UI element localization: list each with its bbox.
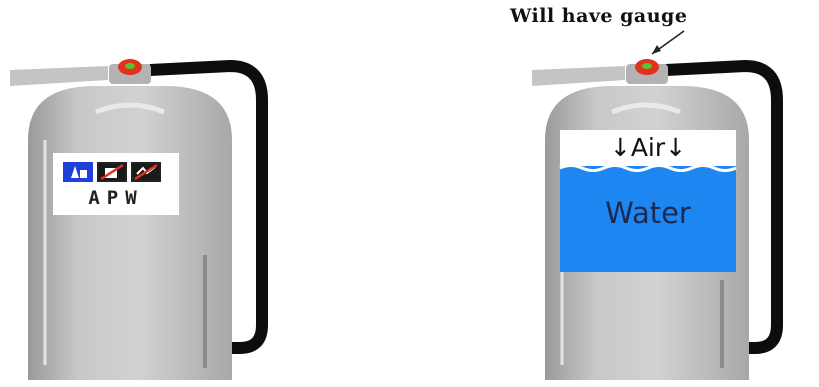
wood-paper-fire-icon <box>63 162 93 182</box>
left-indicator-center <box>125 63 135 69</box>
gauge-pointer-arrowhead <box>652 45 661 54</box>
right-indicator-center <box>642 63 652 69</box>
electrical-fire-icon <box>131 162 161 182</box>
left-handle <box>10 66 108 86</box>
placard-code: APW <box>53 187 179 209</box>
water-label: Water <box>560 196 736 230</box>
placard-icon-row <box>63 162 161 182</box>
class-placard: APW <box>53 153 179 215</box>
left-body <box>28 86 232 380</box>
left-extinguisher <box>10 59 262 380</box>
right-handle <box>532 66 625 86</box>
flammable-liquid-fire-icon <box>97 162 127 182</box>
gauge-callout: Will have gauge <box>510 5 687 27</box>
air-label: ↓Air↓ <box>560 133 736 162</box>
